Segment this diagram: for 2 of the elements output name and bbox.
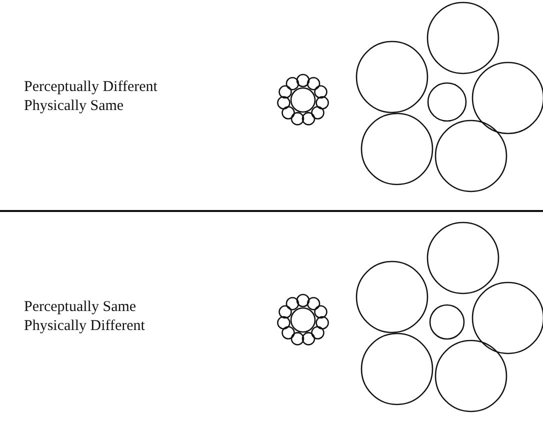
caption-text: Perceptually Different Physically Same [24, 78, 158, 116]
caption-text: Perceptually Same Physically Different [24, 298, 146, 336]
